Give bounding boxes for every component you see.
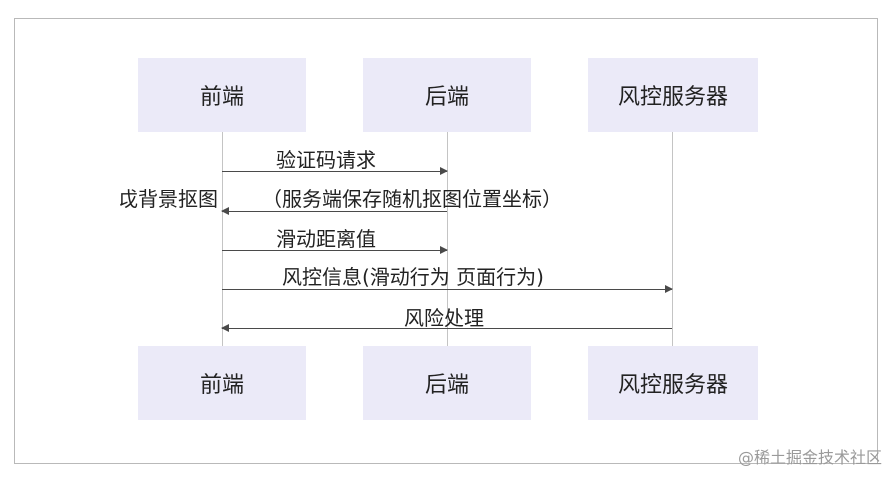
participant-frontend-top: 前端 bbox=[138, 58, 306, 132]
participant-frontend-top-label: 前端 bbox=[199, 85, 244, 110]
message-slide-distance-arrow bbox=[222, 245, 448, 254]
participant-backend-top: 后端 bbox=[363, 58, 531, 132]
message-captcha-request-arrow bbox=[222, 166, 448, 175]
message-slide-distance-label: 滑动距离值 bbox=[276, 227, 376, 251]
participant-risk-server-top: 风控服务器 bbox=[588, 58, 758, 132]
message-risk-info-label: 风控信息(滑动行为 页面行为) bbox=[282, 265, 544, 289]
participant-frontend-bottom: 前端 bbox=[138, 346, 306, 420]
participant-risk-server-bottom-label: 风控服务器 bbox=[617, 373, 728, 398]
lifeline-backend bbox=[447, 132, 448, 347]
message-risk-handling-label: 风险处理 bbox=[404, 306, 484, 330]
participant-frontend-bottom-label: 前端 bbox=[199, 373, 244, 398]
participant-backend-top-label: 后端 bbox=[424, 85, 469, 110]
participant-risk-server-bottom: 风控服务器 bbox=[588, 346, 758, 420]
message-background-cutout-arrow bbox=[221, 206, 447, 215]
message-risk-handling-arrow bbox=[221, 323, 672, 332]
lifeline-risk-server bbox=[672, 132, 673, 347]
participant-backend-bottom: 后端 bbox=[363, 346, 531, 420]
message-risk-info-arrow bbox=[222, 284, 673, 293]
watermark: @稀土掘金技术社区 bbox=[737, 448, 882, 467]
message-background-cutout-label: 戉背景抠图 bbox=[118, 187, 218, 211]
participant-risk-server-top-label: 风控服务器 bbox=[617, 85, 728, 110]
diagram-frame bbox=[14, 18, 878, 464]
lifeline-frontend bbox=[222, 132, 223, 347]
participant-backend-bottom-label: 后端 bbox=[424, 373, 469, 398]
message-captcha-request-label: 验证码请求 bbox=[276, 148, 376, 172]
message-server-save-label: （服务端保存随机抠图位置坐标） bbox=[262, 187, 562, 211]
